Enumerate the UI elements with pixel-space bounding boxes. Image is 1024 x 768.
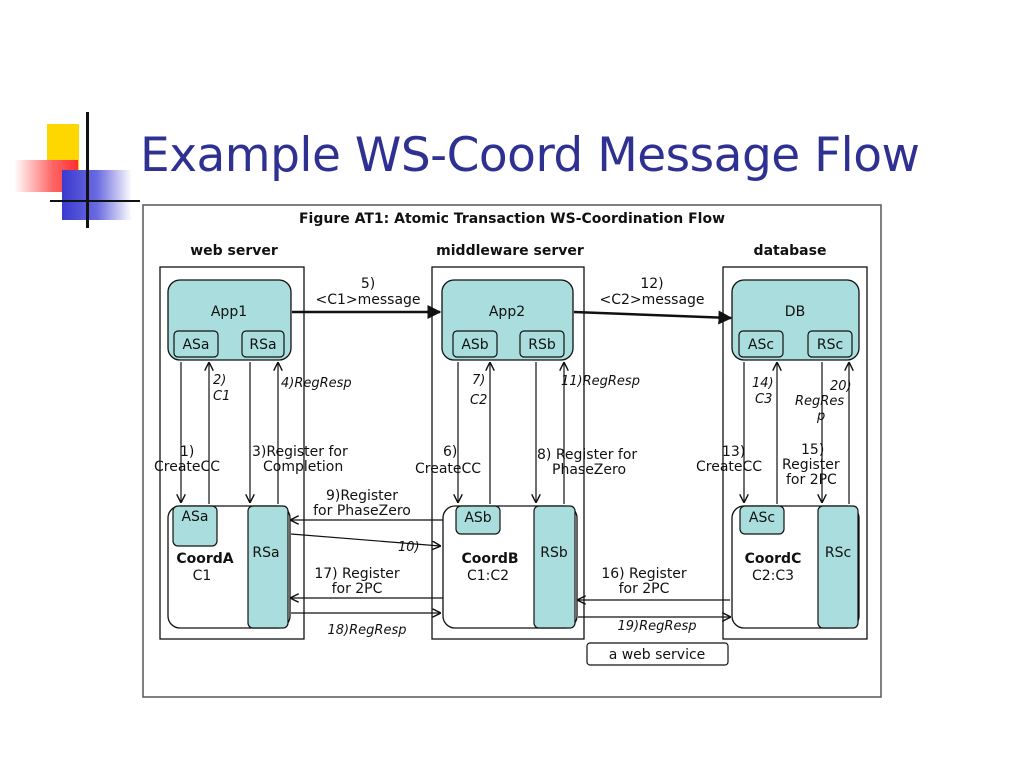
slide-title: Example WS-Coord Message Flow — [140, 128, 920, 183]
coord-c-node: ASc RSc CoordC C2:C3 — [731, 505, 860, 629]
label-step-16b: for 2PC — [619, 581, 670, 597]
coord-a-as-label: ASa — [181, 509, 208, 525]
legend-label: a web service — [609, 647, 706, 663]
rsb-label: RSb — [528, 337, 556, 353]
coord-a-name: CoordA — [176, 551, 233, 567]
label-step-6a: 6) — [443, 444, 457, 460]
coord-b-as-label: ASb — [464, 510, 491, 526]
web-server-box — [159, 266, 305, 640]
middleware-server-box — [431, 266, 585, 640]
asa-label: ASa — [182, 337, 209, 353]
label-step-20a: 20) — [830, 379, 852, 394]
arrow-step-12 — [573, 310, 733, 325]
coord-b-node: ASb RSb CoordB C1:C2 — [442, 505, 578, 629]
label-step-20c: p — [816, 409, 825, 424]
database-box — [722, 266, 868, 640]
label-step-3b: Completion — [263, 459, 343, 475]
label-step-6b: CreateCC — [415, 461, 481, 477]
label-step-19: 19)RegResp — [618, 619, 697, 634]
column-database: database — [754, 243, 827, 259]
label-step-8a: 8) Register for — [537, 447, 637, 463]
label-step-2b: C1 — [213, 389, 230, 404]
coord-a-context: C1 — [193, 568, 212, 584]
label-step-7a: 7) — [472, 373, 485, 388]
label-step-3a: 3)Register for — [252, 444, 348, 460]
vertical-rule — [86, 112, 89, 228]
coord-b-rs-label: RSb — [540, 545, 568, 561]
arrow-step-10 — [290, 533, 440, 546]
label-step-13b: CreateCC — [696, 459, 762, 475]
coord-a-node: ASa RSa CoordA C1 — [167, 505, 291, 629]
app2-label: App2 — [489, 304, 525, 320]
label-step-5a: 5) — [361, 276, 375, 292]
label-step-18: 18)RegResp — [328, 623, 407, 638]
column-middleware-server: middleware server — [436, 243, 584, 259]
coord-b-name: CoordB — [461, 551, 518, 567]
coord-c-as-label: ASc — [749, 510, 775, 526]
figure-caption: Figure AT1: Atomic Transaction WS-Coordi… — [299, 211, 725, 227]
db-node: DB ASc RSc — [731, 279, 860, 361]
label-step-15b: Register — [782, 457, 840, 473]
label-step-11: 11)RegResp — [561, 374, 640, 389]
app1-label: App1 — [211, 304, 247, 320]
label-step-8b: PhaseZero — [552, 462, 626, 478]
coord-a-rs-label: RSa — [252, 545, 279, 561]
horizontal-rule — [50, 200, 140, 202]
label-step-1a: 1) — [180, 444, 194, 460]
label-step-17a: 17) Register — [314, 566, 400, 582]
label-step-15c: for 2PC — [786, 472, 837, 488]
label-step-17b: for 2PC — [332, 581, 383, 597]
coord-c-name: CoordC — [745, 551, 802, 567]
label-step-12a: 12) — [640, 276, 663, 292]
label-step-12b: <C2>message — [599, 292, 704, 308]
asb-label: ASb — [461, 337, 488, 353]
rsc-label: RSc — [817, 337, 843, 353]
asc-label: ASc — [748, 337, 774, 353]
label-step-20b: RegRes — [795, 394, 844, 409]
label-step-10: 10) — [398, 540, 420, 555]
label-step-16a: 16) Register — [601, 566, 687, 582]
label-step-4: 4)RegResp — [281, 376, 352, 391]
label-step-13a: 13) — [722, 444, 745, 460]
coord-c-context: C2:C3 — [752, 568, 794, 584]
label-step-7b: C2 — [470, 393, 487, 408]
label-step-9b: for PhaseZero — [313, 503, 411, 519]
blue-square — [62, 170, 132, 220]
label-step-15a: 15) — [801, 442, 824, 458]
coord-b-context: C1:C2 — [467, 568, 509, 584]
legend-box — [586, 642, 729, 666]
db-label: DB — [785, 304, 805, 320]
corner-decoration — [0, 100, 150, 240]
app1-node: App1 ASa RSa — [167, 279, 292, 361]
label-step-2a: 2) — [213, 373, 226, 388]
label-step-5b: <C1>message — [315, 292, 420, 308]
label-step-9a: 9)Register — [326, 488, 398, 504]
column-web-server: web server — [190, 243, 278, 259]
coord-c-rs-label: RSc — [825, 545, 851, 561]
label-step-14b: C3 — [755, 392, 772, 407]
rsa-label: RSa — [249, 337, 276, 353]
label-step-14a: 14) — [752, 376, 774, 391]
label-step-1b: CreateCC — [154, 459, 220, 475]
app2-node: App2 ASb RSb — [441, 279, 574, 361]
